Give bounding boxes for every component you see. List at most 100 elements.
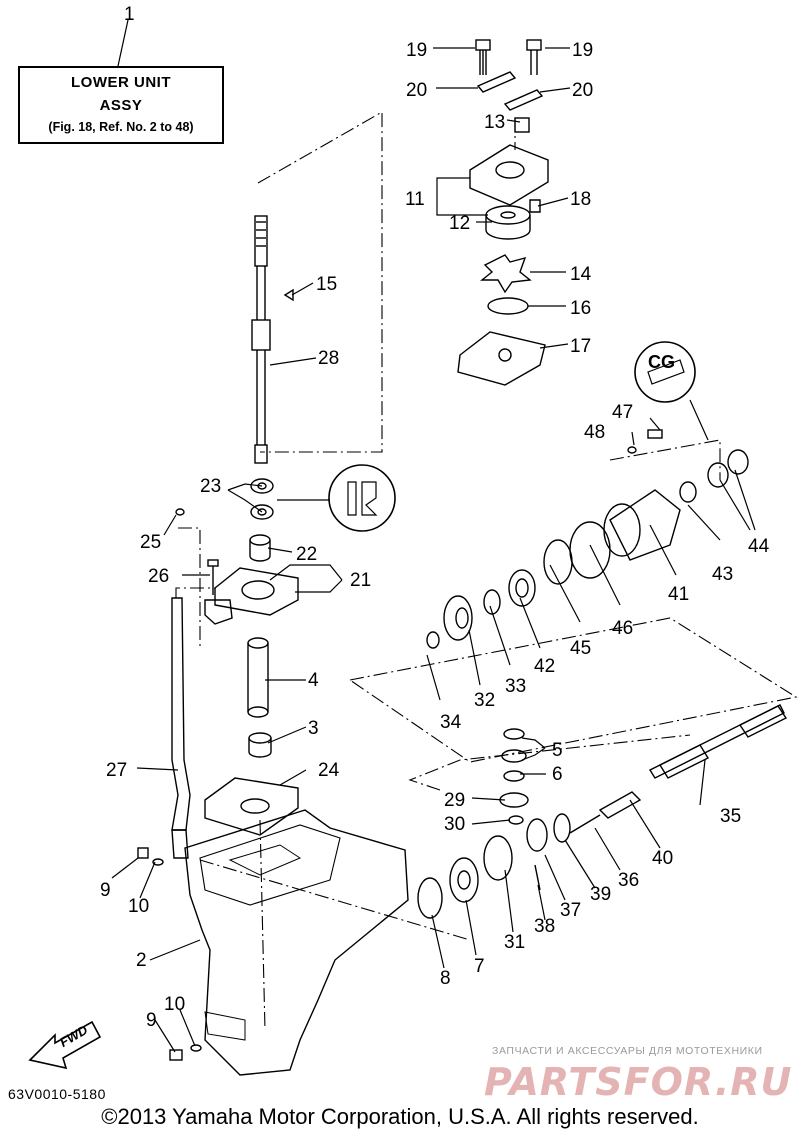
callout-44: 44 xyxy=(748,536,770,557)
assembly-guide-lines xyxy=(175,111,798,1031)
shim-6 xyxy=(503,770,525,782)
bearing-42 xyxy=(508,569,536,607)
callout-3: 3 xyxy=(308,718,319,739)
callout-2: 2 xyxy=(136,950,147,971)
circlip-34 xyxy=(426,631,440,649)
key-15 xyxy=(283,288,294,302)
callout-6: 6 xyxy=(552,764,563,785)
callout-41: 41 xyxy=(668,584,689,605)
callout-21: 21 xyxy=(350,570,371,591)
callout-42: 42 xyxy=(534,656,555,677)
callout-13: 13 xyxy=(484,112,505,133)
callout-numbers: 1 19 19 20 20 13 11 18 12 14 15 16 17 28… xyxy=(100,4,770,1031)
propeller-shaft-35 xyxy=(648,704,788,779)
callout-47: 47 xyxy=(612,402,633,423)
callout-20-left: 20 xyxy=(406,80,427,101)
shift-rod-27 xyxy=(171,597,191,859)
callout-10-top: 10 xyxy=(128,896,149,917)
pin-38 xyxy=(534,864,541,891)
section-header-box: LOWER UNIT ASSY (Fig. 18, Ref. No. 2 to … xyxy=(18,66,224,144)
screw-9-top xyxy=(137,847,149,859)
o-ring-45 xyxy=(543,539,573,585)
callout-8: 8 xyxy=(440,968,451,989)
bearing-7 xyxy=(449,857,479,903)
bolt-26 xyxy=(207,559,219,595)
seal-44a xyxy=(707,462,729,488)
bearing-5b xyxy=(501,749,527,763)
callout-30: 30 xyxy=(444,814,465,835)
gear-31 xyxy=(483,835,513,881)
callout-43: 43 xyxy=(712,564,733,585)
diagram-code: 63V0010-5180 xyxy=(8,1086,106,1102)
washer-25 xyxy=(175,508,185,516)
seal-detail-circle xyxy=(328,464,396,532)
callout-31: 31 xyxy=(504,932,525,953)
callout-29: 29 xyxy=(444,790,465,811)
callout-16: 16 xyxy=(570,298,591,319)
callout-19-left: 19 xyxy=(406,40,427,61)
callout-33: 33 xyxy=(505,676,526,697)
fwd-arrow-icon xyxy=(28,1020,102,1070)
callout-15: 15 xyxy=(316,274,337,295)
callout-22: 22 xyxy=(296,544,317,565)
callout-14: 14 xyxy=(570,264,592,285)
sleeve-4 xyxy=(247,637,269,718)
copyright-notice: ©2013 Yamaha Motor Corporation, U.S.A. A… xyxy=(101,1104,699,1129)
callout-26: 26 xyxy=(148,566,169,587)
plate-20-right xyxy=(503,89,544,111)
seal-44b xyxy=(727,449,749,475)
washer-10-bottom xyxy=(190,1044,202,1052)
callout-12: 12 xyxy=(449,213,470,234)
callout-24: 24 xyxy=(318,760,340,781)
gasket-24 xyxy=(204,777,299,836)
callout-11: 11 xyxy=(405,189,425,210)
o-ring-8 xyxy=(417,877,443,919)
lower-case-2 xyxy=(184,809,409,1076)
shim-33 xyxy=(483,589,501,615)
callout-7: 7 xyxy=(474,956,485,977)
bearing-housing-21 xyxy=(214,567,299,616)
bushing-22 xyxy=(249,534,271,562)
spring-40 xyxy=(598,791,642,819)
impeller-14 xyxy=(480,254,532,294)
clutch-37 xyxy=(526,818,548,852)
callout-1: 1 xyxy=(124,4,135,25)
bushing-43 xyxy=(679,481,697,503)
cg-tool-mark: CG xyxy=(648,352,675,372)
pinion-29 xyxy=(499,792,529,808)
callout-leaders xyxy=(111,19,756,1053)
callout-18: 18 xyxy=(570,189,591,210)
watermark-tagline: ЗАПЧАСТИ И АКСЕССУАРЫ ДЛЯ МОТОТЕХНИКИ xyxy=(492,1045,763,1057)
bolt-19-left xyxy=(475,39,491,75)
washer-10-top xyxy=(152,858,164,866)
bolt-47 xyxy=(647,429,663,439)
callout-32: 32 xyxy=(474,690,495,711)
ring-39 xyxy=(553,813,571,843)
callout-9-top: 9 xyxy=(100,880,111,901)
nut-30 xyxy=(508,815,524,825)
plate-20-left xyxy=(476,71,517,93)
callout-9-bottom: 9 xyxy=(146,1010,157,1031)
callout-37: 37 xyxy=(560,900,581,921)
header-line-2: ASSY xyxy=(99,97,143,114)
outer-plate-17 xyxy=(457,331,546,386)
collar-3 xyxy=(248,732,272,758)
insert-13 xyxy=(514,117,530,133)
callout-28: 28 xyxy=(318,348,339,369)
callout-36: 36 xyxy=(618,870,639,891)
pump-housing-11 xyxy=(469,144,549,206)
insert-cartridge-12 xyxy=(485,205,531,240)
header-line-3: (Fig. 18, Ref. No. 2 to 48) xyxy=(48,120,194,134)
special-tool-detail-circle xyxy=(634,341,696,403)
callout-40: 40 xyxy=(652,848,673,869)
pin-18 xyxy=(529,199,541,213)
gears-and-bearings xyxy=(417,429,749,919)
callout-19-right: 19 xyxy=(572,40,593,61)
gear-32 xyxy=(443,595,473,641)
callout-5: 5 xyxy=(552,740,563,761)
bolt-19-right xyxy=(526,39,542,75)
oil-seals-23 xyxy=(250,478,274,520)
callout-25: 25 xyxy=(140,532,161,553)
callout-27: 27 xyxy=(106,760,127,781)
